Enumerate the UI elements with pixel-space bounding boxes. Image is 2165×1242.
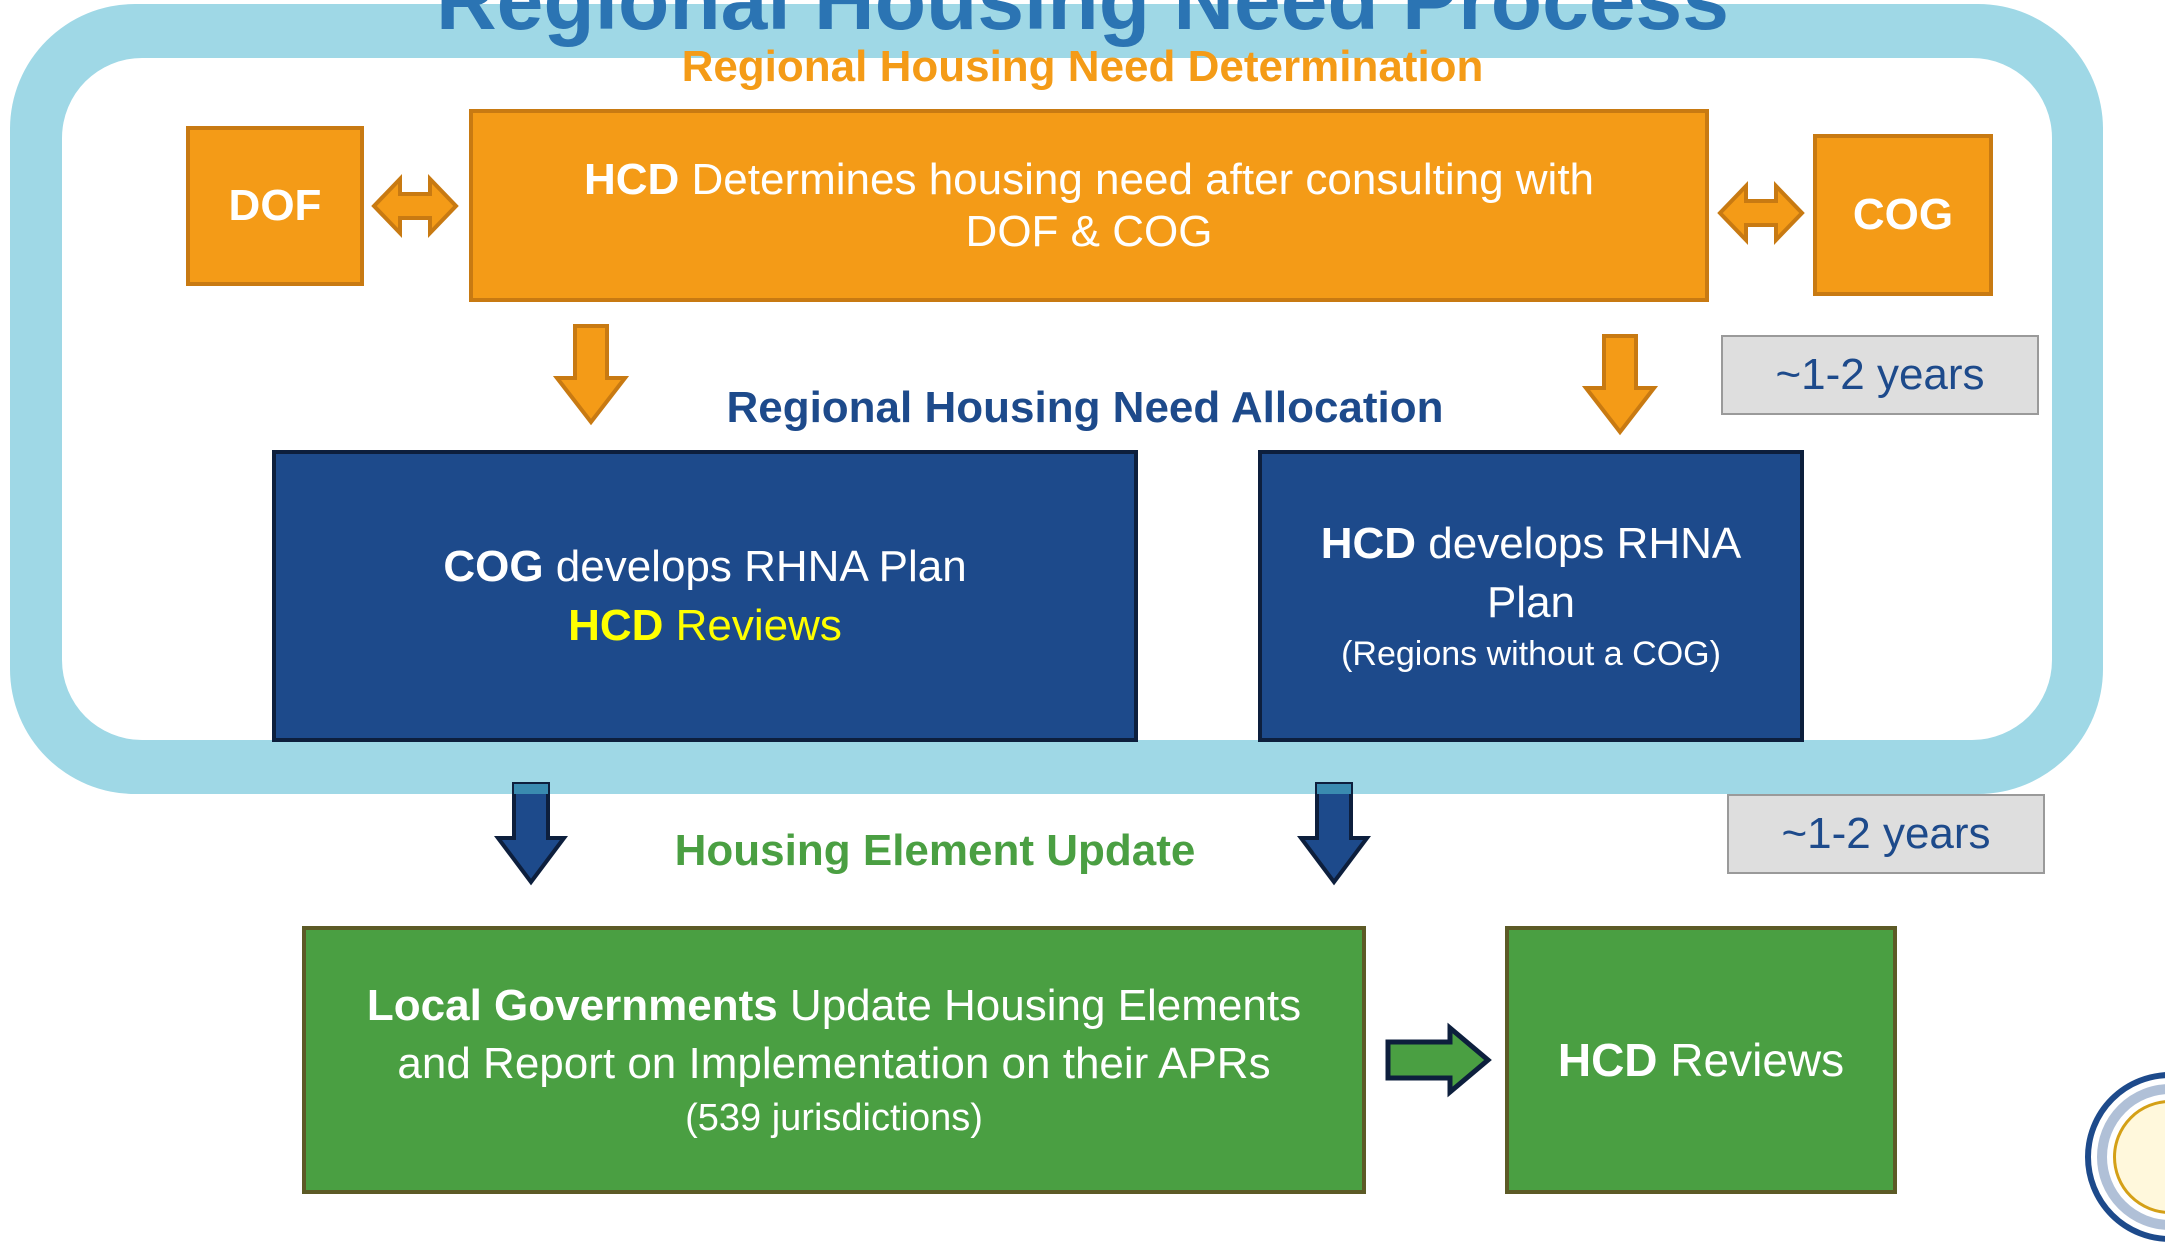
local-gov-line3: (539 jurisdictions): [685, 1097, 983, 1139]
down-arrow-icon: [1581, 334, 1659, 436]
timeline-upper-label: ~1-2 years: [1775, 350, 1985, 399]
hcd-develops-line2: Plan: [1486, 577, 1576, 627]
hcd-determines-line2: DOF & COG: [965, 206, 1213, 256]
hcd-reviews-line: HCD Reviews: [1558, 1033, 1844, 1087]
timeline-upper: ~1-2 years: [1721, 335, 2039, 415]
hcd-determines-line1: HCD Determines housing need after consul…: [584, 154, 1594, 206]
local-governments-box: Local Governments Update Housing Element…: [302, 926, 1366, 1194]
cog-develops-box: COG develops RHNA Plan HCD Reviews: [272, 450, 1138, 742]
dof-box: DOF: [186, 126, 364, 286]
cog-develops-text: develops RHNA Plan: [543, 541, 967, 591]
cog-develops-bold: COG: [443, 541, 544, 591]
down-arrow-icon: [494, 782, 568, 886]
local-gov-line2: and Report on Implementation on their AP…: [397, 1038, 1271, 1088]
hcd-reviews-final-bold: HCD: [1557, 1034, 1658, 1086]
hcd-develops-line1: HCD develops RHNA: [1321, 515, 1742, 573]
hcd-seal-icon: [2085, 1072, 2165, 1242]
cog-label: COG: [1852, 190, 1954, 239]
section-determination: Regional Housing Need Determination: [681, 42, 1484, 91]
hcd-reviews-final-text: Reviews: [1657, 1034, 1845, 1086]
left-right-arrow-icon: [371, 174, 459, 238]
hcd-develops-box: HCD develops RHNA Plan (Regions without …: [1258, 450, 1804, 742]
down-arrow-icon: [1297, 782, 1371, 886]
hcd-determines-text: Determines housing need after consulting…: [679, 154, 1595, 204]
timeline-lower: ~1-2 years: [1727, 794, 2045, 874]
right-arrow-icon: [1385, 1022, 1492, 1098]
hcd-reviews-box: HCD Reviews: [1505, 926, 1897, 1194]
hcd-develops-line3: (Regions without a COG): [1341, 634, 1721, 673]
section-allocation: Regional Housing Need Allocation: [726, 383, 1444, 432]
local-gov-bold: Local Governments: [366, 980, 778, 1030]
cog-develops-line2: HCD Reviews: [568, 596, 842, 655]
dof-label: DOF: [228, 181, 322, 230]
hcd-develops-bold: HCD: [1320, 519, 1417, 569]
local-gov-text: Update Housing Elements: [777, 980, 1302, 1030]
cog-box: COG: [1813, 134, 1993, 296]
local-gov-line1: Local Governments Update Housing Element…: [367, 977, 1301, 1035]
hcd-determines-box: HCD Determines housing need after consul…: [469, 109, 1709, 302]
hcd-determines-bold: HCD: [583, 154, 680, 204]
hcd-reviews-bold: HCD: [568, 601, 664, 650]
down-arrow-icon: [552, 324, 630, 426]
section-housing-element: Housing Element Update: [674, 826, 1196, 875]
hcd-reviews-text: Reviews: [663, 601, 842, 650]
left-right-arrow-icon: [1717, 181, 1805, 245]
cog-develops-line1: COG develops RHNA Plan: [443, 537, 966, 596]
hcd-develops-text: develops RHNA: [1416, 519, 1742, 569]
timeline-lower-label: ~1-2 years: [1781, 809, 1991, 858]
page-title: Regional Housing Need Process: [436, 0, 1729, 47]
